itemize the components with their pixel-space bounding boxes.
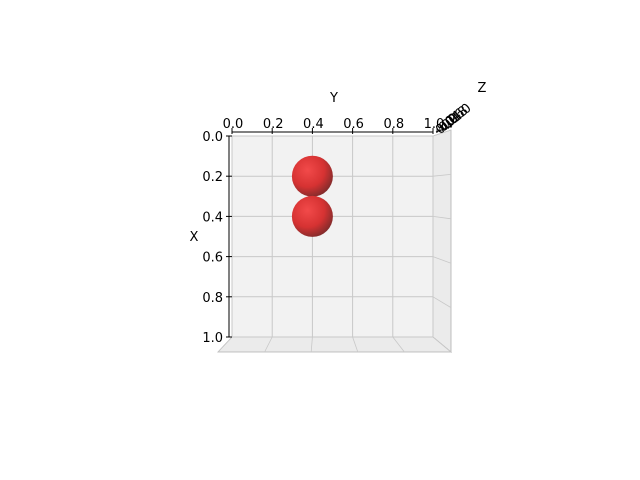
z-axis-label: Z — [478, 81, 487, 96]
bottom-grid-line — [392, 336, 405, 353]
bottom-grid-line — [352, 336, 359, 353]
side-grid-lines — [217, 129, 452, 353]
bottom-grid-line — [310, 336, 313, 353]
right-pane — [432, 129, 452, 353]
x-tick-label: 0.6 — [202, 251, 223, 266]
side-grid-line — [432, 129, 452, 137]
data-point-sphere — [291, 155, 333, 197]
y-tick-label: 0.6 — [343, 117, 364, 132]
x-tick-label: 1.0 — [202, 331, 223, 346]
x-tick-label: 0.4 — [202, 210, 223, 225]
y-axis-label: Y — [329, 91, 338, 106]
x-tick-label: 0.0 — [202, 130, 223, 145]
side-grid-line — [432, 174, 452, 177]
data-points — [291, 155, 333, 237]
z-axis-line — [435, 125, 453, 133]
bottom-grid-line — [217, 336, 233, 353]
side-grid-line — [432, 336, 452, 353]
y-tick-label: 1.0 — [424, 117, 445, 132]
y-tick-label: 0.8 — [383, 117, 404, 132]
back-pane — [232, 136, 433, 337]
side-grid-line — [432, 256, 452, 264]
side-grid-line — [432, 216, 452, 220]
y-tick-label: 0.2 — [263, 117, 284, 132]
x-tick-label: 0.8 — [202, 291, 223, 306]
x-tick-label: 0.2 — [202, 170, 223, 185]
bottom-pane — [217, 336, 453, 353]
bottom-grid-line — [264, 336, 273, 353]
side-grid-line — [432, 296, 452, 308]
x-axis-label: X — [190, 230, 199, 245]
y-tick-label: 0.4 — [303, 117, 324, 132]
y-tick-label: 0.0 — [223, 117, 244, 132]
data-point-sphere — [291, 195, 333, 237]
